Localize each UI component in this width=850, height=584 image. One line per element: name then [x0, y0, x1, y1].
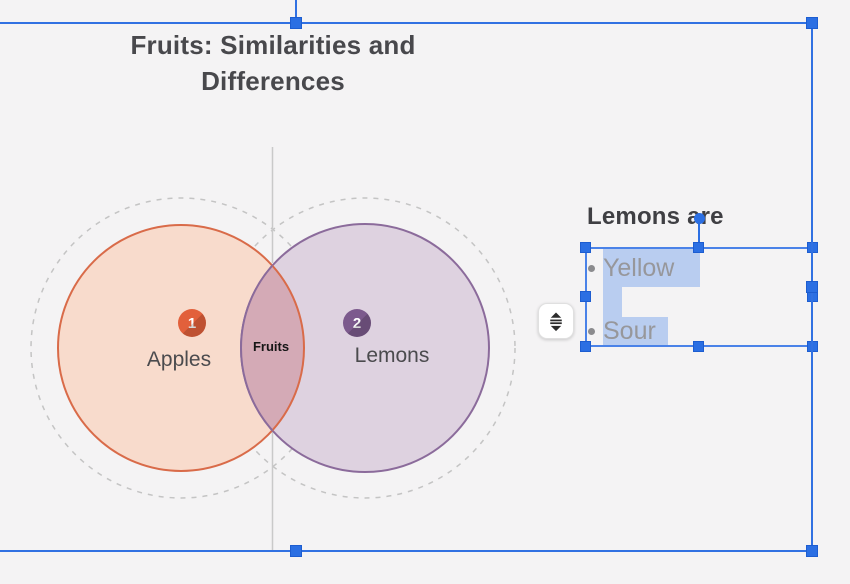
textbox-handle-bottom-center[interactable]	[693, 341, 704, 352]
rotate-handle-stem	[698, 222, 700, 247]
selection-handle-mid-right[interactable]	[806, 281, 818, 293]
textbox-handle-bottom-left[interactable]	[580, 341, 591, 352]
badge-2-number: 2	[352, 314, 362, 332]
right-dashed-circle	[214, 197, 516, 499]
badge-2: 2	[343, 309, 371, 337]
overlap-purple-arc	[240, 225, 304, 471]
apples-label: Apples	[146, 348, 212, 371]
text-selection-highlight-line2	[603, 287, 622, 317]
selection-stem-top	[295, 0, 297, 22]
bullet-icon	[588, 264, 595, 272]
lemons-label: Lemons	[354, 344, 430, 367]
text-selection-highlight-line3	[603, 317, 668, 346]
badge-1-number: 1	[187, 314, 197, 332]
reorder-drag-button[interactable]	[538, 303, 574, 339]
selection-border-bottom	[0, 550, 813, 552]
reorder-arrows-icon	[550, 312, 562, 332]
overlap-label: Fruits	[252, 339, 290, 354]
selection-border-top	[0, 22, 813, 24]
selection-handle-top-center[interactable]	[290, 17, 302, 29]
rotate-handle[interactable]	[694, 213, 705, 224]
textbox-handle-top-center[interactable]	[693, 242, 704, 253]
bullet-icon	[588, 327, 595, 335]
textbox-selection-border[interactable]	[585, 247, 813, 347]
badge-1: 1	[178, 309, 206, 337]
note-item-text[interactable]: Sour	[603, 316, 656, 345]
textbox-handle-top-left[interactable]	[580, 242, 591, 253]
textbox-handle-mid-left[interactable]	[580, 291, 591, 302]
slide-title[interactable]: Fruits: Similarities and Differences	[130, 30, 416, 96]
selection-handle-top-right[interactable]	[806, 17, 818, 29]
note-item-sour[interactable]: Sour	[588, 315, 656, 347]
note-item-yellow[interactable]: Yellow	[588, 249, 674, 287]
selection-handle-bottom-center[interactable]	[290, 545, 302, 557]
selection-handle-bottom-right[interactable]	[806, 545, 818, 557]
note-item-text[interactable]: Yellow	[603, 253, 675, 282]
text-selection-highlight-line1	[603, 249, 700, 287]
